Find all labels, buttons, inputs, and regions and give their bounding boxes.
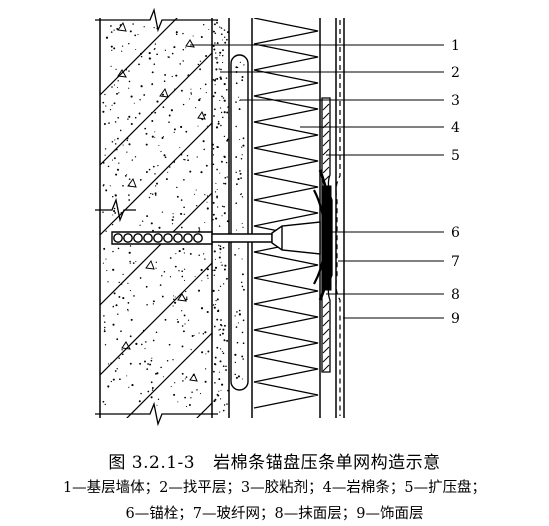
- concrete-dots: [102, 23, 210, 408]
- anchor-bolt: [111, 221, 321, 255]
- leveling-layer: [212, 20, 229, 413]
- callout-1: 1: [451, 38, 460, 54]
- base-wall: [100, 18, 212, 418]
- figure-caption: 图 3.2.1-3 岩棉条锚盘压条单网构造示意: [0, 448, 549, 473]
- callout-2: 2: [451, 65, 460, 81]
- adhesive-strip: [230, 54, 249, 391]
- break-symbol-top: [95, 7, 218, 33]
- break-symbol-middle: [95, 197, 136, 223]
- callout-4: 4: [451, 120, 460, 136]
- callout-3: 3: [451, 93, 460, 109]
- callout-7: 7: [451, 254, 460, 270]
- fiberglass-mesh: [335, 20, 341, 416]
- aggregate-triangles: [117, 21, 206, 382]
- callout-labels: 1 2 3 4 5 6 7 8 9: [451, 38, 460, 327]
- legend-line-1: 1—基层墙体；2—找平层；3—胶粘剂；4—岩棉条；5—扩压盘；: [62, 480, 487, 496]
- figure-title: 岩棉条锚盘压条单网构造示意: [213, 453, 441, 473]
- construction-diagram: 1 2 3 4 5 6 7 8 9: [95, 7, 460, 427]
- callout-5: 5: [451, 148, 460, 164]
- leader-lines: [190, 44, 444, 319]
- callout-8: 8: [451, 287, 460, 303]
- break-symbol-bottom: [95, 401, 218, 427]
- pressure-disc: [313, 169, 332, 301]
- rock-wool-strip: [253, 18, 319, 409]
- legend-line-2: 6—锚栓；7—玻纤网；8—抹面层；9—饰面层: [125, 506, 424, 522]
- figure-number: 图 3.2.1-3: [108, 453, 196, 473]
- callout-9: 9: [451, 311, 460, 327]
- callout-6: 6: [451, 225, 460, 241]
- layer-boundaries: [99, 18, 345, 418]
